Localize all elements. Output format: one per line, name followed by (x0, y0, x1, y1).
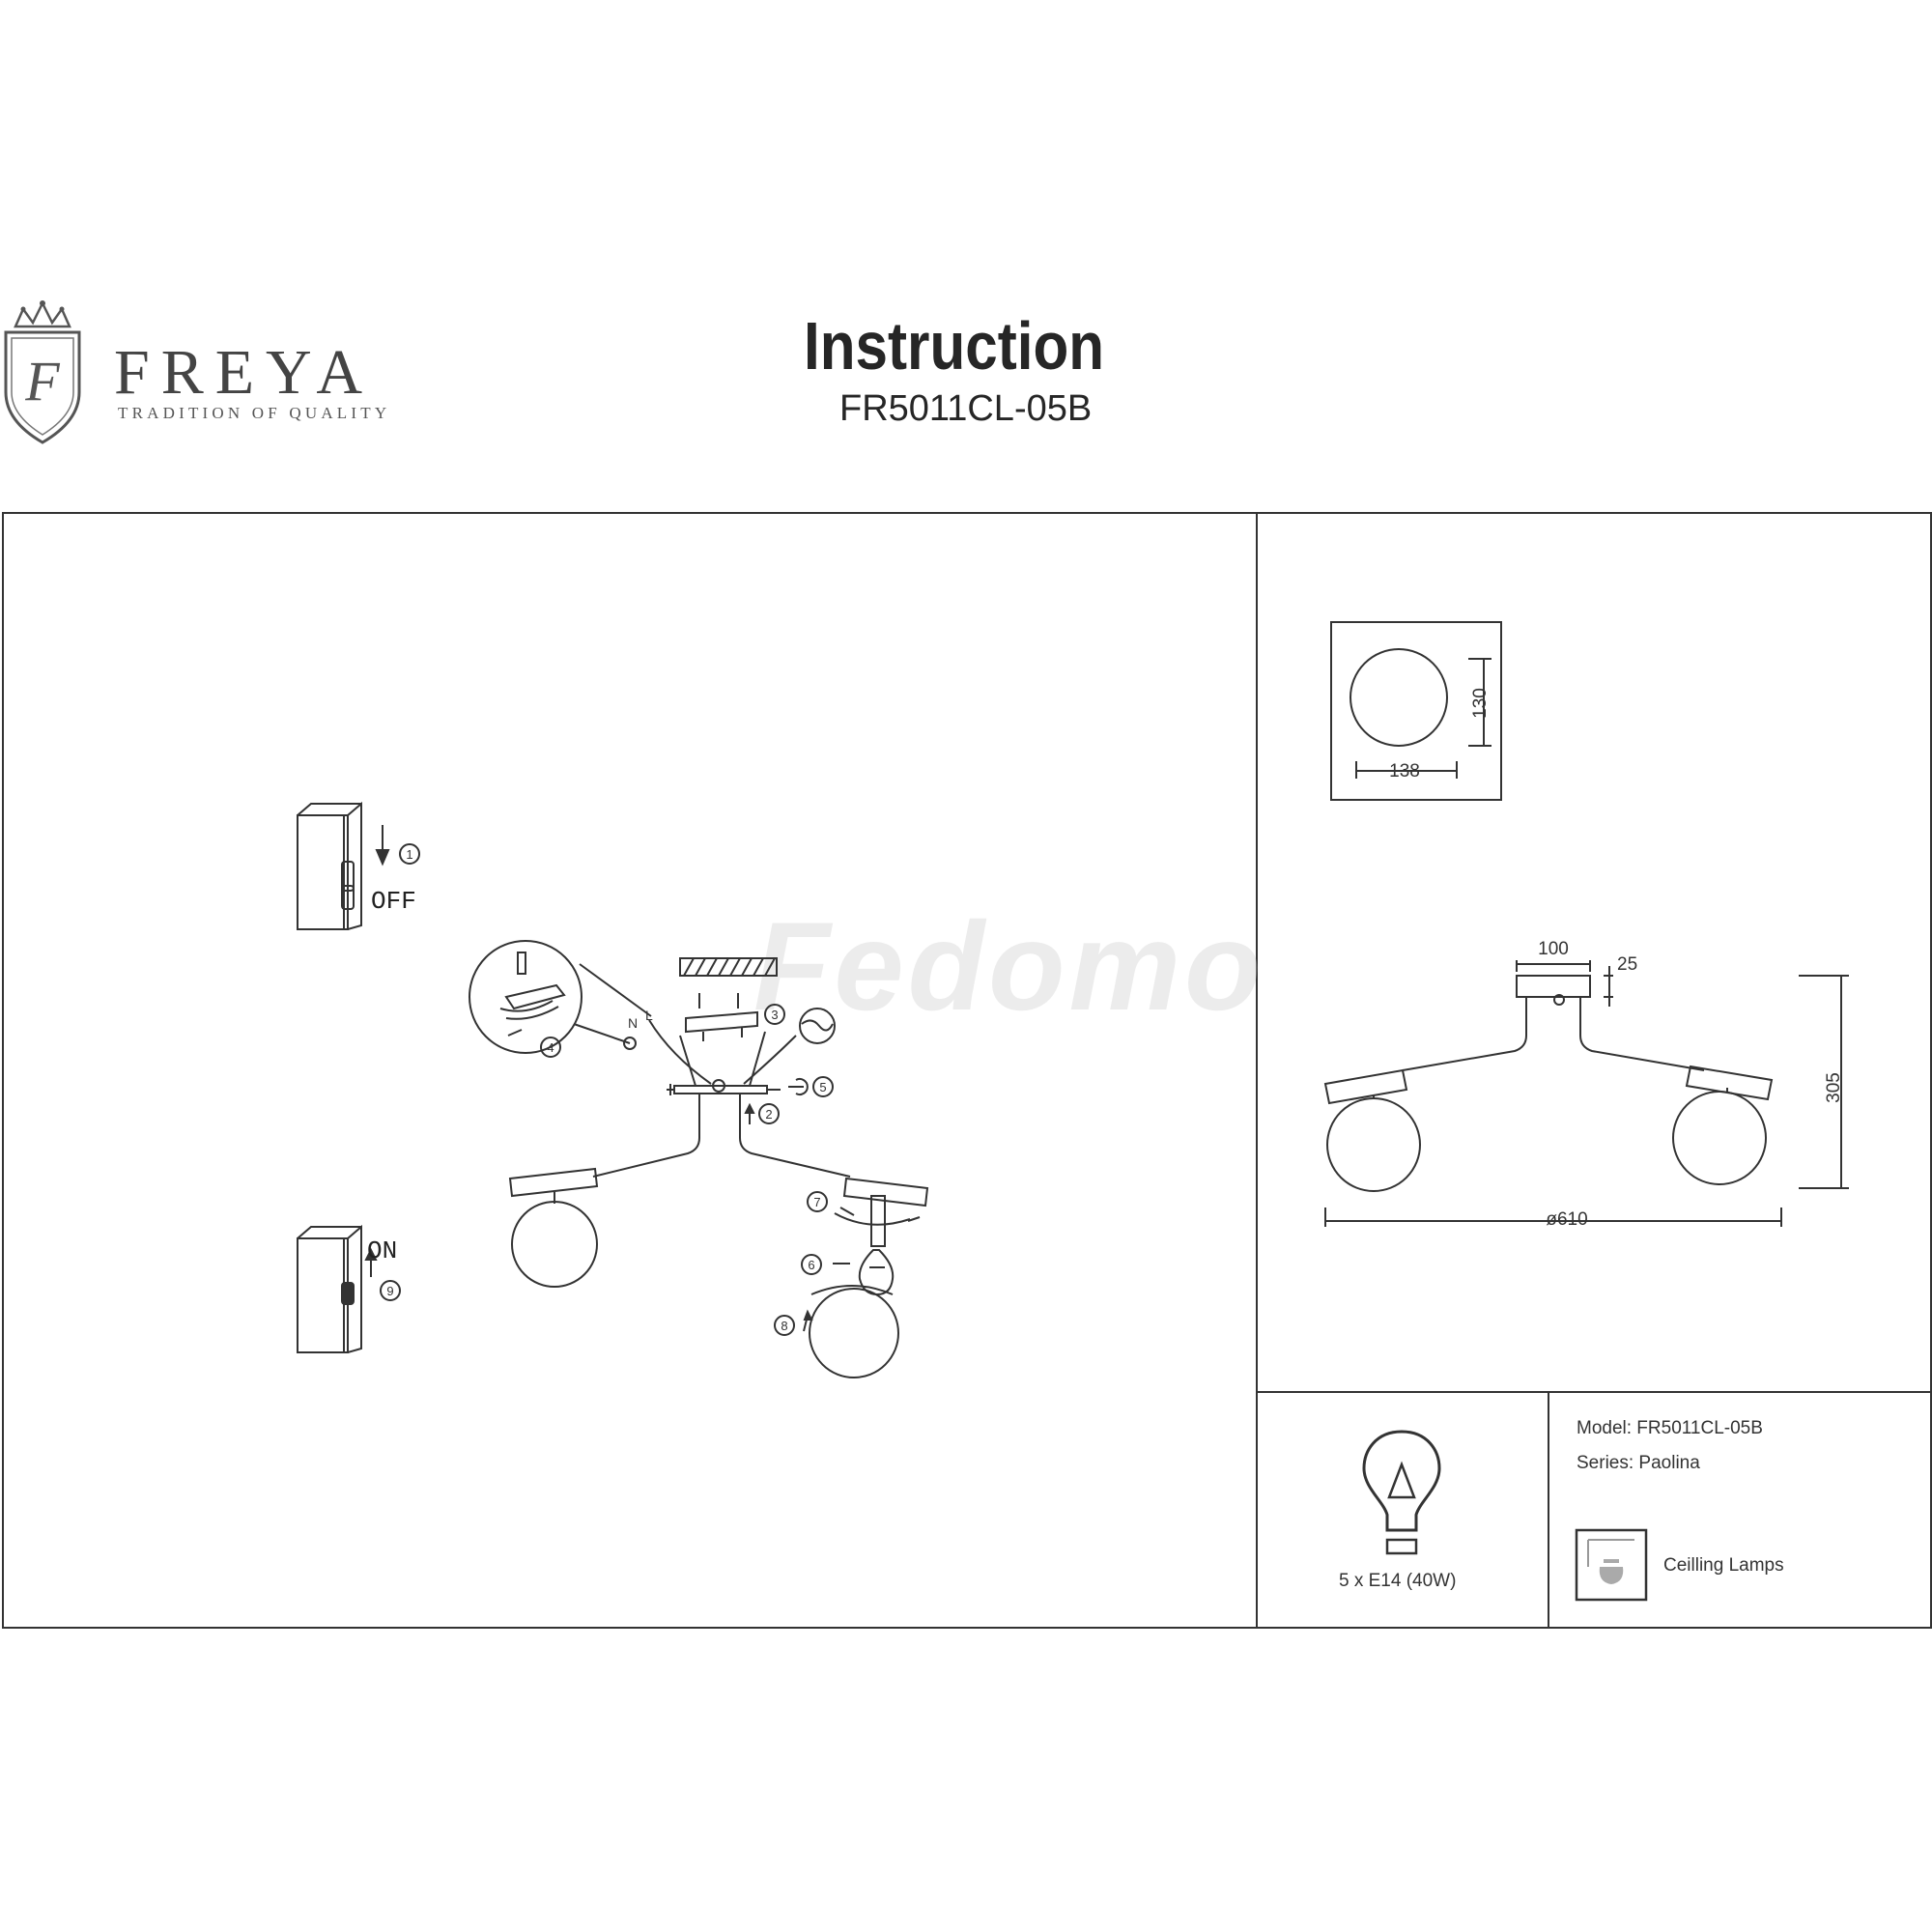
series-line: Series: Paolina (1577, 1453, 1700, 1473)
light-bulb-icon (1362, 1430, 1441, 1555)
dim-shade-height: 130 (1470, 688, 1491, 719)
step-1-number: 1 (406, 847, 412, 862)
step-7-marker (807, 1191, 828, 1212)
dim-shade-width: 138 (1389, 761, 1420, 781)
dim-overall-diameter: ø610 (1546, 1209, 1587, 1230)
step-5-number: 5 (819, 1080, 826, 1094)
brand-tagline: TRADITION OF QUALITY (118, 404, 391, 422)
step-9-number: 9 (386, 1284, 393, 1298)
bulb-spec-label: 5 x E14 (40W) (1339, 1571, 1457, 1591)
step-6-marker (801, 1254, 822, 1275)
step-9-marker (380, 1280, 401, 1301)
category-label: Ceilling Lamps (1663, 1555, 1784, 1576)
model-line: Model: FR5011CL-05B (1577, 1418, 1763, 1438)
step-1-marker (399, 843, 420, 865)
wire-l-label: L (645, 1008, 653, 1023)
assembly-diagram: 1 2 3 4 5 6 7 8 9 N L (297, 801, 929, 1378)
step-6-number: 6 (808, 1258, 814, 1272)
step-3-marker (764, 1004, 785, 1025)
crown-shield-emblem: F (4, 300, 81, 444)
step-2-marker (758, 1103, 780, 1124)
step-4-marker (540, 1037, 561, 1058)
switch-on-label: ON (367, 1236, 398, 1265)
step-8-number: 8 (781, 1319, 787, 1333)
emblem-letter: F (24, 350, 60, 412)
page-title: Instruction (804, 308, 1105, 384)
wall-switch-off-icon (297, 801, 390, 930)
wall-switch-on-icon (297, 1224, 378, 1353)
dim-canopy-width: 100 (1538, 939, 1569, 959)
step-2-number: 2 (765, 1107, 772, 1122)
model-code-subtitle: FR5011CL-05B (839, 388, 1093, 429)
wire-n-label: N (628, 1015, 638, 1031)
brand-logo: F FREYA TRADITION OF QUALITY (0, 299, 435, 454)
ceiling-lamp-icon (1575, 1528, 1648, 1602)
brand-name: FREYA (114, 337, 375, 408)
dim-canopy-depth: 25 (1617, 954, 1637, 975)
model-info-panel (1548, 1391, 1932, 1629)
switch-off-label: OFF (371, 887, 416, 916)
step-5-marker (812, 1076, 834, 1097)
step-3-number: 3 (771, 1008, 778, 1022)
watermark: Fedomo (753, 895, 1265, 1037)
step-4-number: 4 (547, 1040, 554, 1055)
step-8-marker (774, 1315, 795, 1336)
step-7-number: 7 (813, 1195, 820, 1209)
dimension-drawings: 138 130 100 25 305 ø610 (1323, 621, 1849, 1230)
dim-overall-height: 305 (1824, 1072, 1844, 1103)
